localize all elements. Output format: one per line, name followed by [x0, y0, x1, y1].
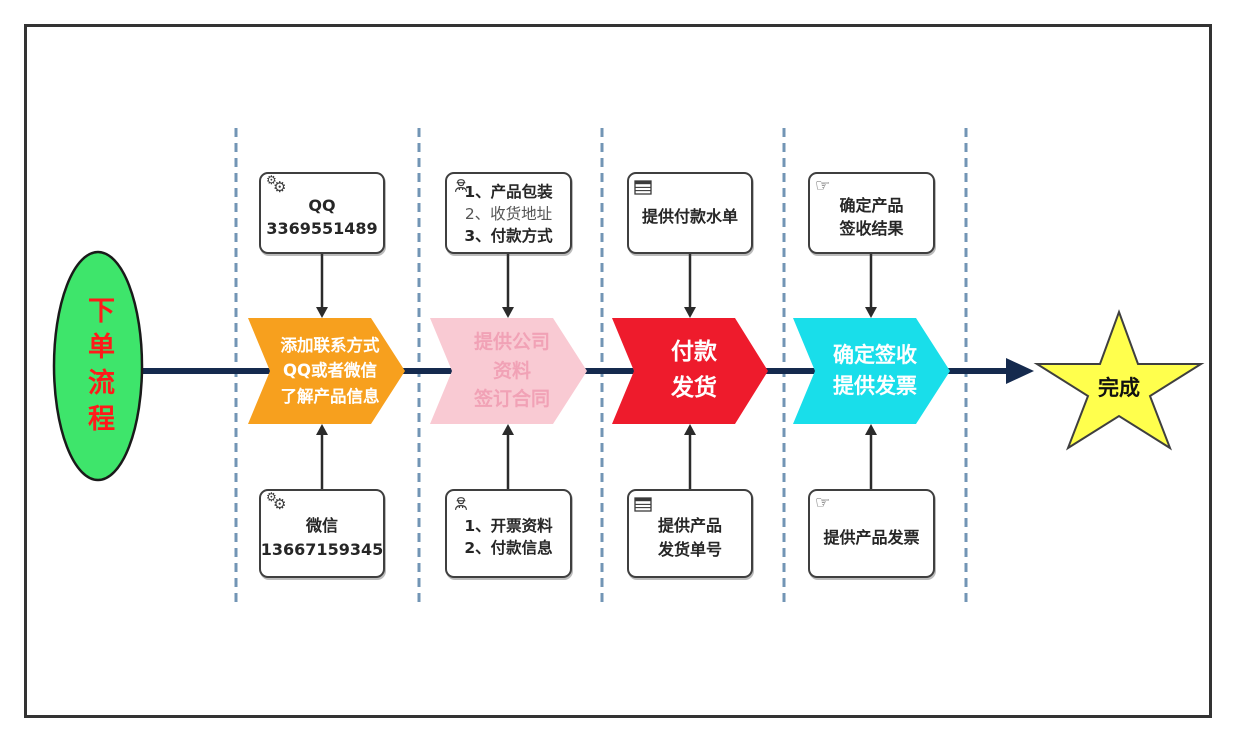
connector-arrows: [316, 254, 877, 489]
arrow-up-icon: [502, 424, 514, 435]
box-text-line: 微信: [305, 516, 338, 536]
arrow-up-icon: [684, 424, 696, 435]
box-text-line: 2、付款信息: [464, 538, 553, 557]
engineer-icon: [452, 495, 470, 513]
order-info-box: 1、产品包装 2、收货地址 3、付款方式: [445, 172, 572, 254]
gears-icon: ⚙⚙: [266, 173, 287, 196]
box-text-line: 提供付款水单: [641, 207, 738, 227]
box-text-line: 提供产品发票: [823, 527, 920, 547]
pointing-hand-icon: ☞: [815, 493, 831, 513]
box-text-line: 确定产品: [839, 195, 904, 215]
timeline-arrowhead-icon: [1006, 358, 1034, 384]
box-text-line: 3、付款方式: [464, 226, 553, 245]
chevron-text-line: 添加联系方式: [280, 335, 380, 355]
table-icon: [634, 497, 652, 512]
chevron-text-line: 资料: [492, 359, 531, 382]
arrow-down-icon: [684, 307, 696, 318]
pointing-hand-icon: ☞: [815, 176, 831, 196]
chevron-text-line: 了解产品信息: [280, 386, 380, 406]
step-4-chevron-label: 确定签收 提供发票: [811, 318, 939, 424]
start-node-label: 下单流程: [83, 296, 114, 440]
box-text-line: 提供产品: [657, 516, 722, 536]
box-text-line: 13667159345: [260, 539, 384, 559]
box-text-line: QQ: [308, 195, 336, 215]
shipping-number-box: 提供产品 发货单号: [627, 489, 753, 578]
step-3-chevron-label: 付款 发货: [630, 318, 758, 424]
step-2-chevron: [430, 318, 587, 424]
arrow-down-icon: [865, 307, 877, 318]
gears-icon: ⚙⚙: [266, 490, 287, 513]
finish-star: [1033, 309, 1205, 451]
box-text-line: 1、开票资料: [464, 516, 553, 535]
step-1-chevron: [248, 318, 405, 424]
product-invoice-box: ☞ 提供产品发票: [808, 489, 935, 578]
table-icon: [634, 180, 652, 195]
box-text-line: 发货单号: [657, 539, 722, 559]
chevron-text-line: 确定签收: [833, 342, 917, 367]
start-node-ellipse: [52, 250, 144, 482]
wechat-contact-box: ⚙⚙ 微信 13667159345: [259, 489, 385, 578]
chevron-text-line: 提供发票: [833, 374, 917, 398]
chevron-text-line: 发货: [671, 375, 717, 401]
box-text-line: 签收结果: [839, 219, 904, 238]
step-1-chevron-label: 添加联系方式 QQ或者微信 了解产品信息: [266, 318, 394, 424]
payment-slip-box: 提供付款水单: [627, 172, 753, 254]
chevron-text-line: 付款: [671, 339, 717, 366]
step-3-chevron: [612, 318, 768, 424]
chevron-text-line: 签订合同: [473, 388, 550, 411]
arrow-down-icon: [316, 307, 328, 318]
qq-contact-box: ⚙⚙ QQ 3369551489: [259, 172, 385, 254]
step-2-chevron-label: 提供公司 资料 签订合同: [448, 318, 576, 424]
invoice-info-box: 1、开票资料 2、付款信息: [445, 489, 572, 578]
engineer-icon: [452, 177, 470, 195]
arrow-down-icon: [502, 307, 514, 318]
box-text-line: 1、产品包装: [464, 183, 553, 202]
box-text-line: 2、收货地址: [464, 205, 553, 224]
arrow-up-icon: [865, 424, 877, 435]
receipt-result-box: ☞ 确定产品 签收结果: [808, 172, 935, 254]
box-text-line: 3369551489: [266, 219, 378, 238]
finish-star-label: 完成: [1098, 376, 1140, 400]
chevron-text-line: QQ或者微信: [282, 361, 378, 381]
step-4-chevron: [793, 318, 950, 424]
chevron-text-line: 提供公司: [473, 331, 550, 354]
arrow-up-icon: [316, 424, 328, 435]
